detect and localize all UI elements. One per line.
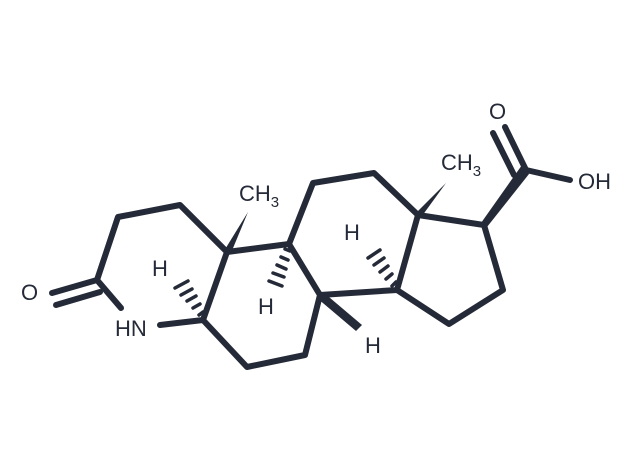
oxygen-acid-label: O (489, 99, 506, 124)
acid-carbonyl-bond (490, 124, 529, 178)
h-c8-label: H (365, 333, 381, 358)
methyl-c18-label: CH3 (441, 150, 481, 180)
hash-c14-h (366, 248, 398, 288)
lactam-carbonyl-bond (49, 277, 103, 308)
atom-labels: O HN H H H H CH3 CH3 O OH (21, 99, 611, 358)
wedge-c18-methyl (415, 183, 446, 216)
methyl-c19-subscript: 3 (271, 194, 279, 211)
h-c5-label: H (152, 256, 168, 281)
ring-d-bonds (394, 212, 506, 327)
hash-c5-h (173, 279, 205, 317)
ring-b-bonds (200, 241, 323, 370)
h-c9-label: H (258, 294, 274, 319)
hash-c9-h (267, 247, 292, 288)
hash-bonds (173, 247, 398, 317)
methyl-c18-subscript: 3 (473, 163, 481, 180)
acid-oh-bond (523, 167, 573, 183)
methyl-c19-label: CH3 (239, 181, 279, 211)
h-c14-label: H (344, 220, 360, 245)
hydroxyl-label: OH (578, 169, 611, 194)
wedge-c17-acid (481, 165, 529, 227)
skeleton-bonds (49, 124, 573, 370)
wedge-c19-methyl (224, 212, 248, 253)
ring-c-bonds (286, 170, 421, 298)
nh-label: HN (115, 316, 147, 341)
wedge-c8-h (317, 292, 362, 331)
oxygen-lactam-label: O (21, 280, 38, 305)
wedge-bonds (224, 165, 529, 331)
